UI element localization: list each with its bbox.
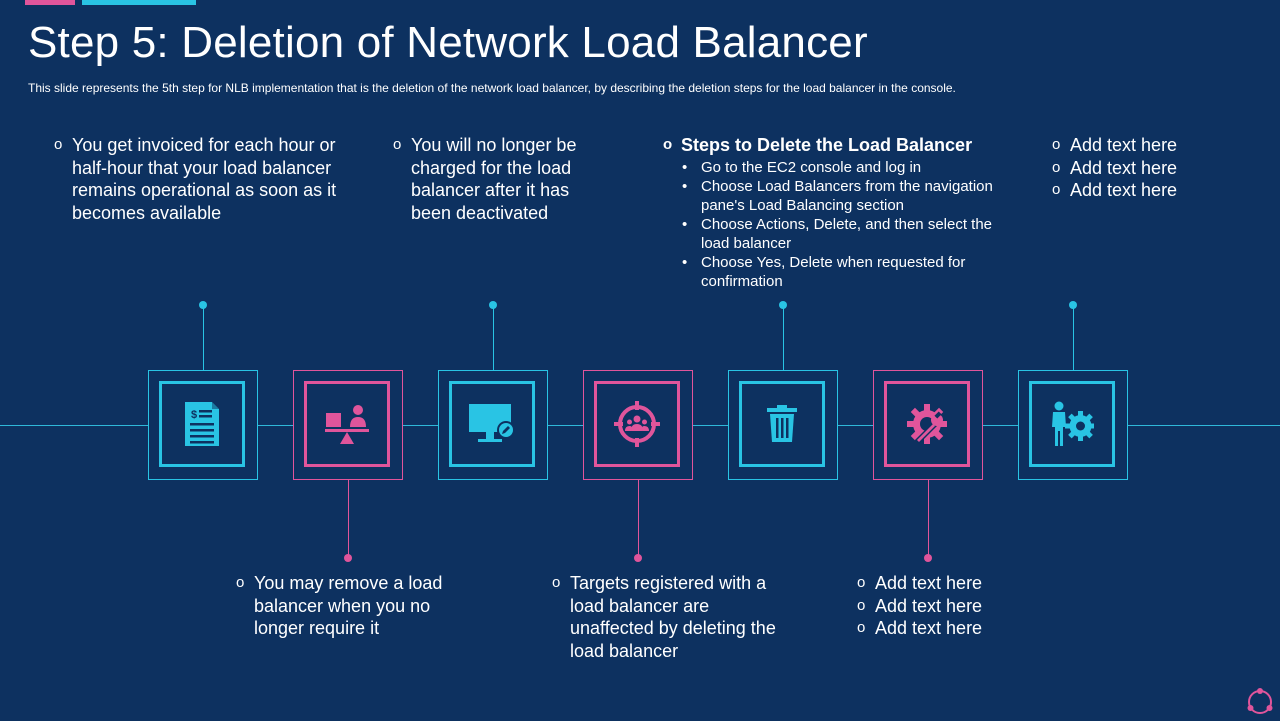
connector-line-step4 <box>638 480 639 558</box>
step5-heading: Steps to Delete the Load Balancer <box>663 134 1023 157</box>
step2-text: You may remove a load balancer when you … <box>236 572 476 640</box>
slide-subtitle: This slide represents the 5th step for N… <box>28 81 956 95</box>
connector-line-step7 <box>1073 305 1074 370</box>
gear-wrench-icon <box>905 402 949 446</box>
step6-box <box>873 370 983 480</box>
svg-text:$: $ <box>191 409 197 421</box>
step7-box <box>1018 370 1128 480</box>
balance-scale-icon <box>325 403 369 445</box>
connector-line-step3 <box>493 305 494 370</box>
step3-box <box>438 370 548 480</box>
step2-box <box>293 370 403 480</box>
person-gear-icon <box>1050 401 1094 447</box>
connector-dot-step2 <box>344 554 352 562</box>
connector-line-step5 <box>783 305 784 370</box>
trash-icon <box>766 405 798 443</box>
step5-box <box>728 370 838 480</box>
step4-bullet: Targets registered with a load balancer … <box>552 572 777 662</box>
connector-line-step1 <box>203 305 204 370</box>
step7-bullet: Add text here <box>1052 157 1252 180</box>
delete-steps-list: Go to the EC2 console and log in Choose … <box>663 158 1023 291</box>
step7-bullet: Add text here <box>1052 134 1252 157</box>
connector-line-step2 <box>348 480 349 558</box>
connector-dot-step4 <box>634 554 642 562</box>
step4-box <box>583 370 693 480</box>
step3-bullet: You will no longer be charged for the lo… <box>393 134 603 224</box>
step1-box: $ <box>148 370 258 480</box>
step6-text: Add text here Add text here Add text her… <box>857 572 1057 640</box>
target-group-icon <box>613 400 661 448</box>
step6-bullet: Add text here <box>857 595 1057 618</box>
step4-text: Targets registered with a load balancer … <box>552 572 777 662</box>
step6-bullet: Add text here <box>857 617 1057 640</box>
connector-line-step6 <box>928 480 929 558</box>
brand-logo-icon <box>1245 686 1275 716</box>
connector-dot-step6 <box>924 554 932 562</box>
delete-step-item: Go to the EC2 console and log in <box>663 158 1023 177</box>
delete-step-item: Choose Load Balancers from the navigatio… <box>663 177 1023 215</box>
step7-bullet: Add text here <box>1052 179 1252 202</box>
invoice-icon: $ <box>182 400 222 448</box>
step6-bullet: Add text here <box>857 572 1057 595</box>
step1-text: You get invoiced for each hour or half-h… <box>54 134 354 224</box>
step1-bullet: You get invoiced for each hour or half-h… <box>54 134 354 224</box>
step3-text: You will no longer be charged for the lo… <box>393 134 603 224</box>
accent-bar-cyan <box>82 0 196 5</box>
accent-bar-pink <box>25 0 75 5</box>
monitor-icon <box>468 403 516 445</box>
slide-title: Step 5: Deletion of Network Load Balance… <box>28 18 868 67</box>
step2-bullet: You may remove a load balancer when you … <box>236 572 476 640</box>
step5-text: Steps to Delete the Load Balancer Go to … <box>663 134 1023 291</box>
delete-step-item: Choose Actions, Delete, and then select … <box>663 215 1023 253</box>
step7-text: Add text here Add text here Add text her… <box>1052 134 1252 202</box>
delete-step-item: Choose Yes, Delete when requested for co… <box>663 253 1023 291</box>
